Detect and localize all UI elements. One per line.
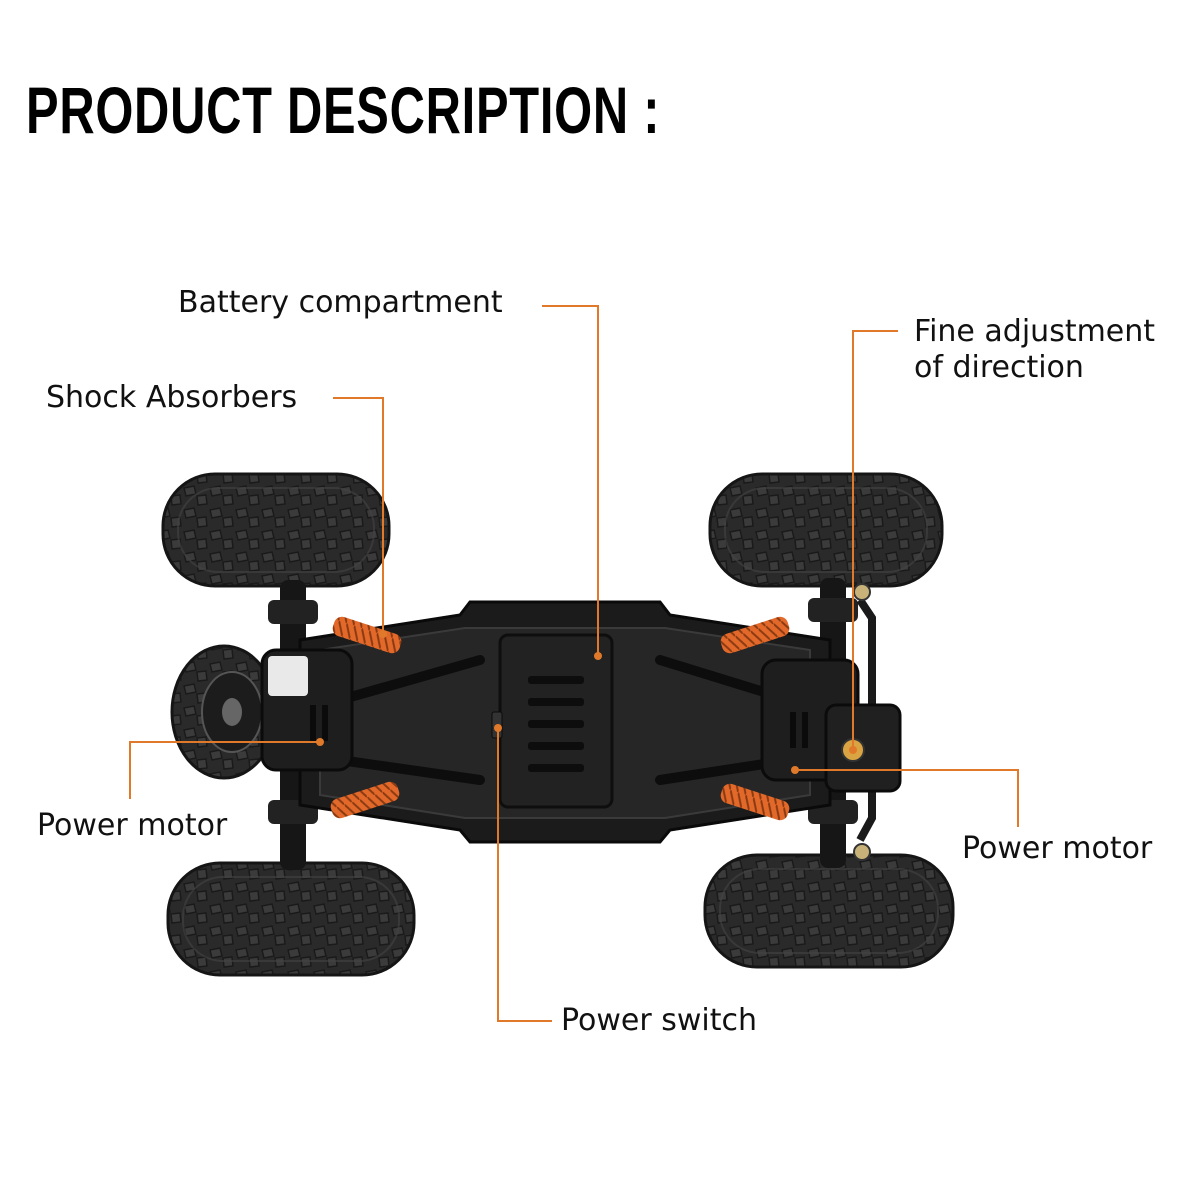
leader-battery — [542, 305, 599, 656]
label-fine-adjustment-line2: of direction — [914, 350, 1084, 385]
leader-motor-right — [795, 769, 1019, 827]
page-title: PRODUCT DESCRIPTION : — [26, 73, 661, 147]
label-fine-adjustment-of-direction: Fine adjustment of direction — [914, 314, 1155, 386]
shock-absorbers — [330, 616, 790, 821]
tire-rear-left — [166, 861, 416, 977]
leader-lines — [129, 305, 1019, 1022]
label-battery-compartment: Battery compartment — [178, 285, 503, 320]
leader-shock — [333, 397, 384, 634]
battery-compartment — [498, 633, 614, 809]
label-fine-adjustment-line1: Fine adjustment — [914, 314, 1156, 349]
leader-fine-adjustment — [852, 330, 898, 750]
leader-motor-left — [129, 741, 320, 799]
spare-tire — [170, 644, 278, 780]
steering-trim-servo — [824, 703, 902, 793]
leader-power-switch — [497, 728, 552, 1022]
tire-front-left — [161, 472, 391, 588]
tire-rear-right — [703, 853, 955, 969]
leader-dots — [316, 630, 857, 774]
label-power-motor-left: Power motor — [37, 808, 228, 843]
label-power-switch: Power switch — [561, 1003, 758, 1038]
power-motor-left — [260, 648, 354, 772]
tire-front-right — [708, 472, 944, 588]
label-shock-absorbers: Shock Absorbers — [46, 380, 298, 415]
label-power-motor-right: Power motor — [962, 831, 1153, 866]
